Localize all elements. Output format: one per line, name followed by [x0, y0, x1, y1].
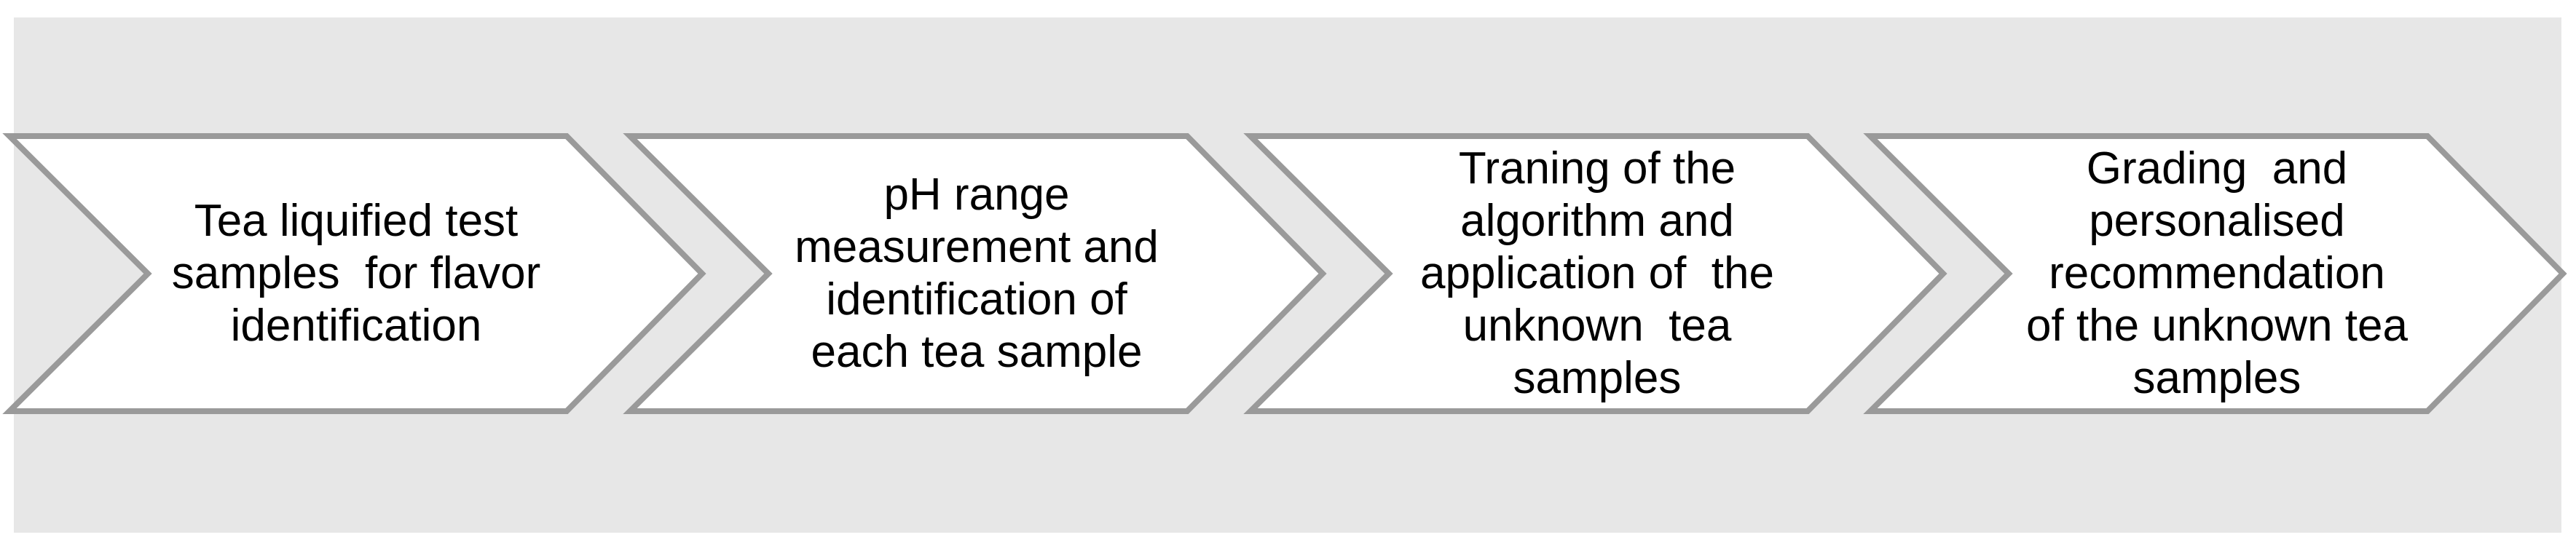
process-step-1-chevron: Tea liquified test samples for flavor id… — [2, 132, 706, 415]
process-step-2-label: pH range measurement and identification … — [795, 170, 1159, 377]
chevron-arrow-shape — [623, 133, 1327, 414]
process-step-2-chevron: pH range measurement and identification … — [623, 132, 1327, 415]
chevron-arrow-shape — [1243, 133, 1947, 414]
process-step-3-label: Traning of the algorithm and application… — [1419, 143, 1774, 403]
process-step-4-label: Grading and personalised recommendation … — [2026, 143, 2408, 403]
chevron-arrow-shape — [2, 133, 706, 414]
process-step-1-label: Tea liquified test samples for flavor id… — [171, 196, 541, 351]
process-step-4-chevron: Grading and personalised recommendation … — [1863, 132, 2567, 415]
process-step-3-chevron: Traning of the algorithm and application… — [1243, 132, 1947, 415]
chevron-arrow-shape — [1863, 133, 2567, 414]
